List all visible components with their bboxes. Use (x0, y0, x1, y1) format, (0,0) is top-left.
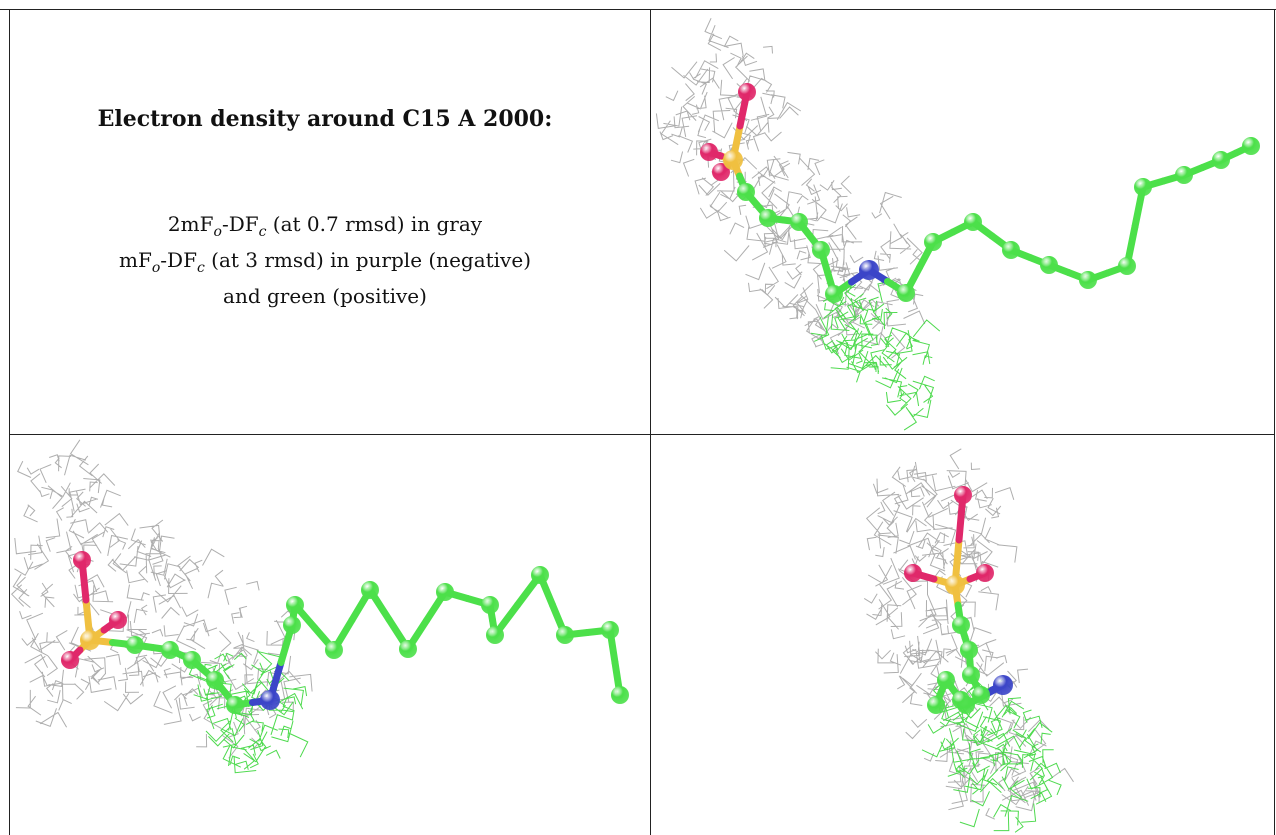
nitrogen-atom (260, 690, 280, 710)
oxygen-atom (700, 143, 718, 161)
caption-body: 2mFo-DFc (at 0.7 rmsd) in gray mFo-DFc (… (10, 210, 650, 310)
sulfur-atom (945, 575, 965, 595)
table-border-top (0, 9, 1276, 10)
carbon-atom (611, 686, 629, 704)
table-divider-horizontal (9, 434, 1275, 435)
oxygen-atom (712, 163, 730, 181)
carbon-atom (161, 641, 179, 659)
carbon-atom (226, 696, 244, 714)
table-border-right (1274, 9, 1275, 835)
mesh-2fofc (655, 17, 926, 359)
mesh-fofc-positive (810, 280, 941, 431)
carbon-atom (286, 596, 304, 614)
carbon-atom (1134, 178, 1152, 196)
oxygen-atom (73, 551, 91, 569)
carbon-atom (1175, 166, 1193, 184)
caption-line-3: and green (positive) (223, 284, 427, 308)
carbon-atom (924, 233, 942, 251)
carbon-atom (960, 641, 978, 659)
carbon-atom (1040, 256, 1058, 274)
carbon-atom (1002, 241, 1020, 259)
mesh-2fofc (10, 439, 313, 759)
carbon-atom (531, 566, 549, 584)
carbon-atom (952, 616, 970, 634)
view-bottom-left (10, 435, 650, 835)
oxygen-atom (738, 83, 756, 101)
carbon-atom (486, 626, 504, 644)
molecule-view-icon (863, 448, 1074, 833)
carbon-atom (927, 696, 945, 714)
carbon-atom (737, 183, 755, 201)
oxygen-atom (954, 486, 972, 504)
carbon-atom (972, 686, 990, 704)
oxygen-atom (976, 564, 994, 582)
caption-line-1: 2mFo-DFc (at 0.7 rmsd) in gray (167, 212, 483, 240)
nitrogen-atom (859, 260, 879, 280)
caption-line-2: mFo-DFc (at 3 rmsd) in purple (negative) (119, 248, 531, 276)
carbon-atom (1212, 151, 1230, 169)
carbon-atom (325, 641, 343, 659)
carbon-atom (481, 596, 499, 614)
carbon-atom (1242, 137, 1260, 155)
molecule-view-icon (655, 17, 1260, 431)
molecule-view-icon (10, 439, 629, 774)
table-border-left (9, 9, 10, 835)
mesh-fofc-positive (188, 650, 309, 774)
carbon-atom (812, 241, 830, 259)
carbon-atom (897, 284, 915, 302)
carbon-atom (601, 621, 619, 639)
carbon-atom (790, 213, 808, 231)
carbon-atom (952, 691, 970, 709)
carbon-atom (825, 285, 843, 303)
carbon-atom (361, 581, 379, 599)
nitrogen-atom (993, 675, 1013, 695)
mesh-2fofc (863, 448, 1074, 820)
carbon-atom (399, 640, 417, 658)
carbon-atom (962, 666, 980, 684)
table-divider-vertical (650, 9, 651, 835)
carbon-atom (1079, 271, 1097, 289)
carbon-atom (759, 209, 777, 227)
caption-title: Electron density around C15 A 2000: (97, 106, 553, 132)
carbon-atom (937, 671, 955, 689)
carbon-atom (183, 651, 201, 669)
sulfur-atom (723, 150, 743, 170)
oxygen-atom (109, 611, 127, 629)
carbon-atom (206, 671, 224, 689)
oxygen-atom (904, 564, 922, 582)
carbon-atom (964, 213, 982, 231)
carbon-atom (1118, 257, 1136, 275)
view-top-right (651, 10, 1274, 434)
carbon-atom (126, 636, 144, 654)
carbon-atom (436, 583, 454, 601)
oxygen-atom (61, 651, 79, 669)
carbon-atom (283, 616, 301, 634)
sulfur-atom (80, 630, 100, 650)
caption-cell: Electron density around C15 A 2000: 2mFo… (10, 10, 650, 434)
carbon-atom (556, 626, 574, 644)
view-bottom-right (651, 435, 1274, 835)
